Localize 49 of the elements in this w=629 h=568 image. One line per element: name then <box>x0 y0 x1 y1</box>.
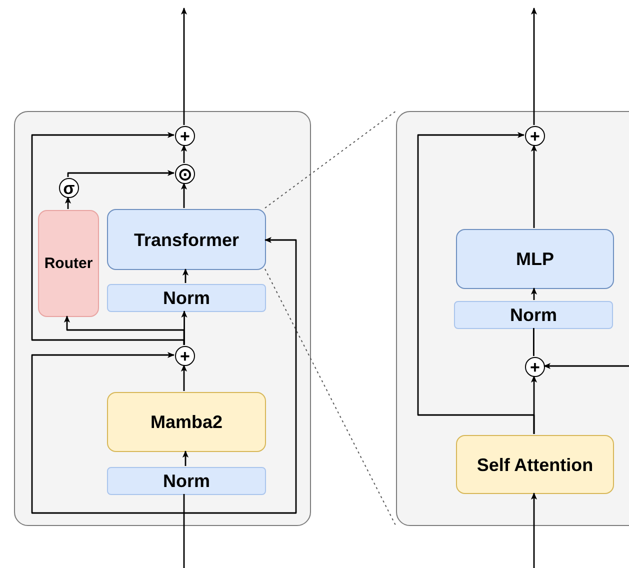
block-label: Self Attention <box>476 456 594 474</box>
zoom-guide-line <box>264 110 396 208</box>
layer-box <box>456 229 614 289</box>
block-label: MLP <box>516 250 554 268</box>
norm-bar <box>107 467 266 495</box>
arrow <box>181 310 188 345</box>
operator-symbol: + <box>180 128 190 144</box>
layer-box <box>456 435 614 494</box>
block-label: Mamba2 <box>150 413 223 431</box>
block-label: Transformer <box>134 230 240 248</box>
operator-symbol: + <box>530 128 540 144</box>
arrow <box>417 132 535 434</box>
norm-bar <box>454 301 613 329</box>
arrow <box>530 8 538 125</box>
operator-circle <box>59 178 79 198</box>
arrow <box>182 450 189 466</box>
operator-circle <box>175 126 195 146</box>
zoom-guide-line <box>264 268 396 526</box>
operator-symbol: σ <box>63 180 75 196</box>
operator-symbol: + <box>530 358 540 376</box>
block-label: Norm <box>162 472 210 490</box>
block-panel <box>14 111 311 526</box>
operator-circle <box>525 357 545 377</box>
arrow <box>182 268 189 283</box>
block-label: Router <box>44 256 93 271</box>
block-label: Norm <box>162 289 210 307</box>
arrow <box>530 144 538 228</box>
arrow <box>544 362 629 370</box>
operator-symbol: ⊙ <box>178 166 192 182</box>
arrow <box>31 132 185 346</box>
arrow <box>530 492 538 568</box>
operator-circle <box>525 126 545 146</box>
arrow <box>180 182 188 208</box>
block-panel <box>396 111 629 526</box>
arrow <box>184 236 297 514</box>
arrow <box>530 288 538 300</box>
block-label: Norm <box>510 306 557 324</box>
norm-bar <box>107 284 266 312</box>
router-box <box>38 210 99 317</box>
operator-symbol: + <box>180 348 190 364</box>
arrow <box>180 144 188 163</box>
arrow <box>180 8 188 125</box>
layer-box <box>107 392 266 452</box>
layer-box <box>107 209 266 270</box>
arrow <box>180 364 188 391</box>
arrow <box>67 170 174 177</box>
operator-circle <box>175 346 195 366</box>
arrow <box>31 352 184 514</box>
arrow <box>64 196 72 209</box>
